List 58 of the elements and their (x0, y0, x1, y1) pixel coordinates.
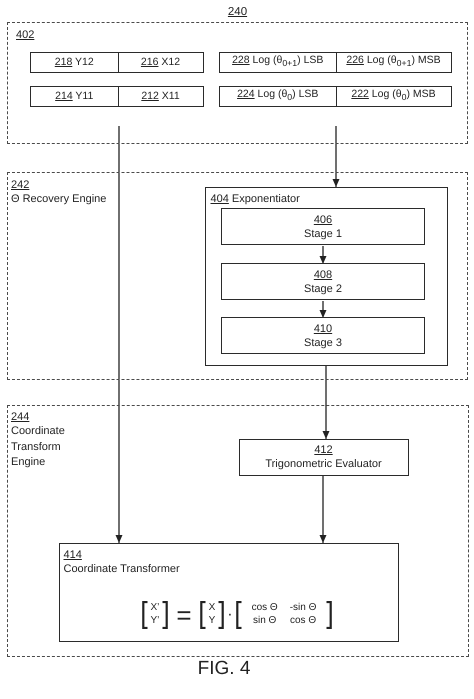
field-label: 216 X12 (140, 56, 180, 68)
box-label: Stage 1 (304, 226, 342, 240)
process-box (58, 542, 398, 642)
reference-number: 410 (314, 322, 332, 336)
reference-number: 412 (314, 443, 333, 457)
box-title: Coordinate Transformer (64, 562, 180, 576)
reference-number: 240 (228, 5, 248, 19)
register-cell (218, 52, 337, 72)
arrow (320, 246, 326, 264)
register-cell (30, 86, 119, 106)
matrix-entry: Y (208, 615, 216, 627)
process-box (221, 263, 425, 300)
register-cell (30, 52, 119, 72)
reference-number: 408 (314, 268, 332, 282)
box-label: Trigonometric Evaluator (265, 457, 382, 471)
reference-number: 244 (11, 410, 30, 424)
figure-caption: FIG. 4 (198, 658, 250, 680)
register-cell (336, 52, 452, 72)
dot-operator: · (227, 606, 233, 622)
arrow (320, 301, 326, 318)
region-title: Θ Recovery Engine (11, 192, 106, 207)
arrow (116, 126, 122, 543)
arrow (322, 366, 330, 439)
box-title: 404 Exponentiator (210, 192, 300, 206)
reference-number: 414 (64, 548, 82, 562)
reference-number: 406 (314, 212, 332, 226)
box-label: Stage 3 (304, 336, 342, 350)
box-label: Stage 2 (304, 282, 342, 296)
matrix-entry: sin Θ (252, 615, 276, 627)
field-label: 218 Y12 (54, 56, 94, 68)
reference-number: 402 (16, 28, 34, 42)
register-cell (336, 86, 452, 106)
register-cell (118, 86, 204, 106)
matrix-entry: cos Θ (252, 602, 278, 614)
process-box (204, 186, 448, 366)
field-label: 214 Y11 (55, 90, 94, 102)
matrix-entry: cos Θ (290, 615, 316, 627)
field-label: 228 Log (θ$_{0+1}$) LSB (232, 54, 324, 70)
field-label: 224 Log (θ$_{0}$) LSB (237, 88, 318, 104)
process-box (238, 438, 408, 476)
reference-number: 242 (11, 178, 30, 192)
process-box (221, 317, 425, 354)
equals-sign: = (176, 602, 192, 628)
arrow (332, 126, 340, 187)
matrix-entry: -sin Θ (290, 602, 316, 614)
field-label: 222 Log (θ$_{0}$) MSB (351, 88, 436, 104)
field-label: 212 X11 (141, 90, 180, 102)
register-cell (218, 86, 337, 106)
field-label: 226 Log (θ$_{0+1}$) MSB (346, 54, 441, 70)
register-cell (118, 52, 204, 72)
matrix-entry: Y’ (150, 615, 160, 627)
dashed-region (7, 172, 468, 380)
dashed-region (7, 405, 469, 657)
process-box (221, 208, 425, 245)
matrix-entry: X (208, 602, 216, 614)
arrow (320, 476, 326, 543)
matrix-entry: X’ (150, 602, 160, 614)
region-title: Coordinate Transform Engine (11, 424, 66, 470)
